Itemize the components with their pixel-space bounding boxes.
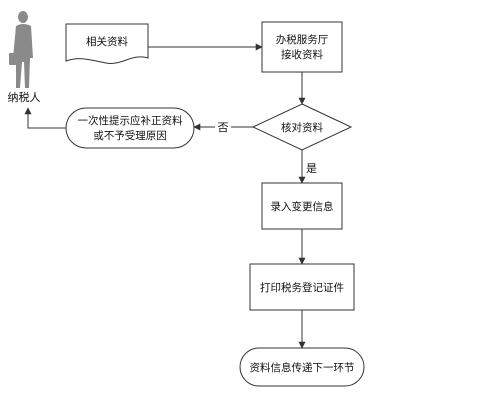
documents-node: 相关资料 [65,23,149,64]
record-node-label: 录入变更信息 [271,200,334,213]
record-node: 录入变更信息 [261,182,343,230]
taxpayer-figure-icon [9,11,33,88]
notify-node: 一次性提示应补正资料 或不予受理原因 [65,107,195,149]
edge-notify-to-taxpayer [24,107,66,129]
service-hall-node: 办税服务厅 接收资料 [261,21,343,73]
service-hall-node-line1: 办税服务厅 [276,33,329,46]
print-node: 打印税务登记证件 [249,263,355,311]
check-decision-node-label: 核对资料 [281,121,323,134]
transfer-node: 资料信息传递下一环节 [239,347,365,387]
edge-yes-label: 是 [306,162,317,175]
service-hall-node-line2: 接收资料 [281,48,323,61]
print-node-label: 打印税务登记证件 [260,281,344,294]
edge-no-label: 否 [218,121,229,134]
notify-node-line1: 一次性提示应补正资料 [78,114,183,127]
documents-node-label: 相关资料 [86,35,128,48]
notify-node-line2: 或不予受理原因 [93,130,167,142]
transfer-node-label: 资料信息传递下一环节 [250,361,355,374]
no-label-background [215,119,231,133]
actor-label: 纳税人 [8,90,41,104]
check-decision-node: 核对资料 [251,103,353,151]
